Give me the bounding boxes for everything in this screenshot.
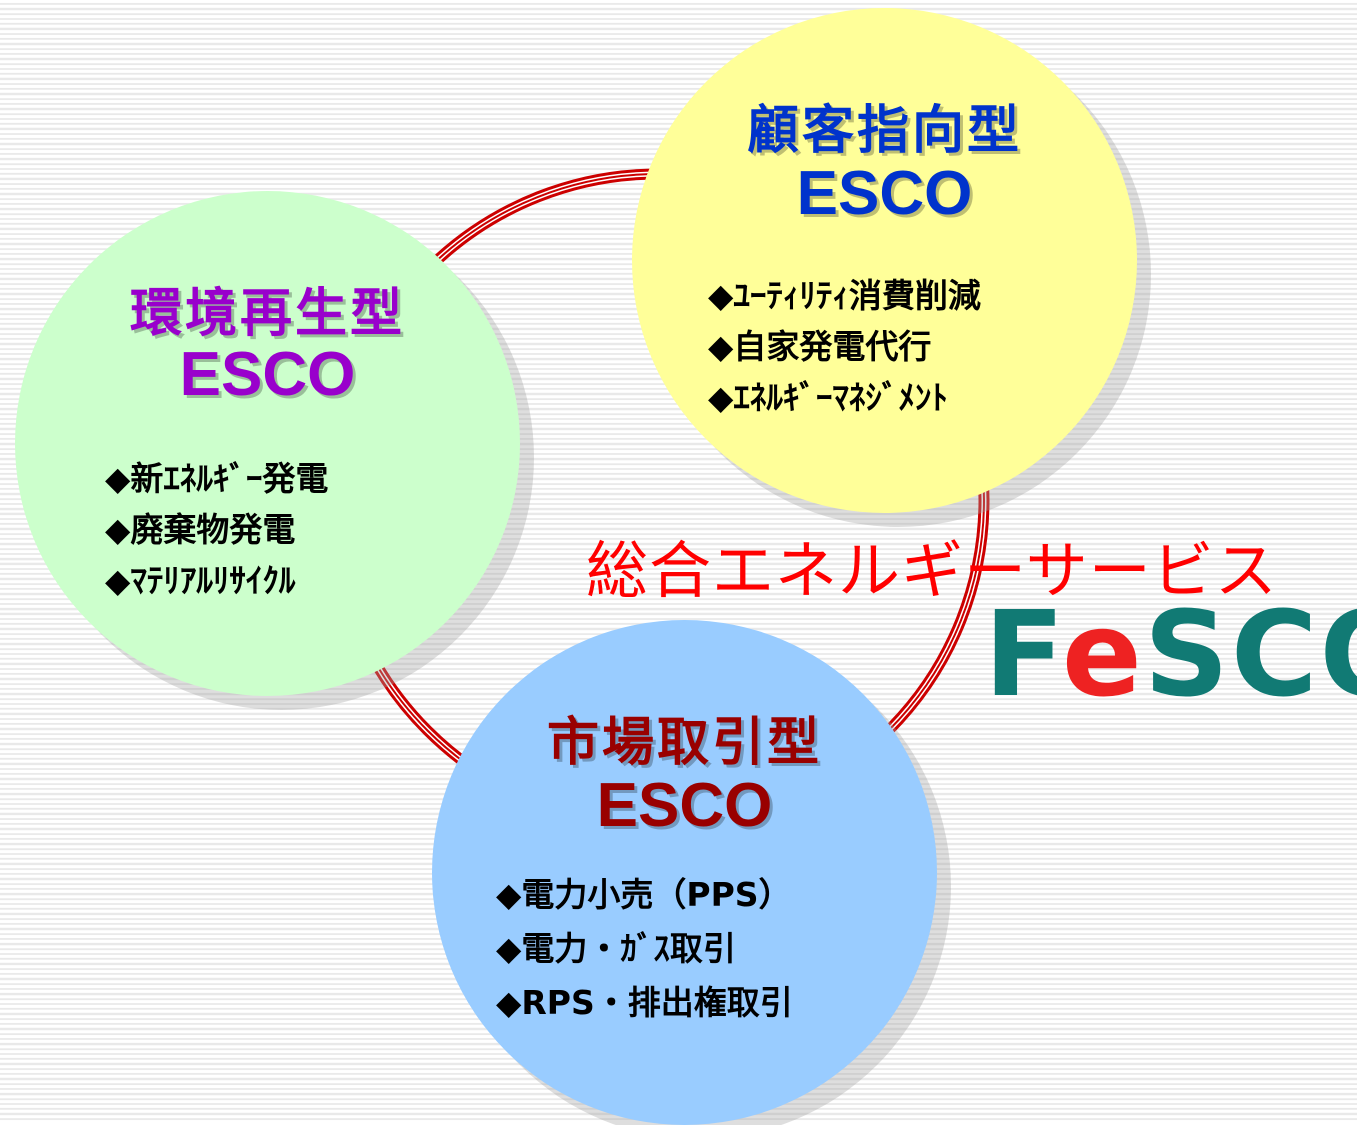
tagline: 総合エネルギーサービス — [586, 534, 1278, 607]
circle-environmental-esco: 環境再生型 ESCO ◆新ｴﾈﾙｷﾞｰ発電 ◆廃棄物発電 ◆ﾏﾃﾘｱﾙﾘｻｲｸﾙ — [15, 191, 520, 696]
list-item: ◆自家発電代行 — [708, 327, 932, 366]
circle-subtitle: ESCO — [596, 771, 773, 840]
circle-title: 市場取引型 — [546, 713, 822, 773]
circle-item-list: ◆ﾕｰﾃｨﾘﾃｨ消費削減 ◆自家発電代行 ◆ｴﾈﾙｷﾞｰﾏﾈｼﾞﾒﾝﾄ — [708, 270, 981, 423]
logo-letter-accent: e — [1061, 585, 1144, 723]
list-item: ◆新ｴﾈﾙｷﾞｰ発電 — [105, 459, 329, 498]
circle-title: 顧客指向型 — [746, 101, 1022, 161]
circle-market-esco: 市場取引型 ESCO ◆電力小売（PPS） ◆電力・ｶﾞｽ取引 ◆RPS・排出権… — [432, 620, 937, 1125]
logo-letter: S — [1143, 585, 1231, 723]
list-item: ◆ﾕｰﾃｨﾘﾃｨ消費削減 — [708, 276, 981, 315]
circle-subtitle: ESCO — [796, 159, 973, 228]
list-item: ◆廃棄物発電 — [105, 510, 296, 549]
logo-letter: F — [984, 585, 1062, 723]
list-item: ◆電力・ｶﾞｽ取引 — [496, 929, 736, 968]
circle-item-list: ◆新ｴﾈﾙｷﾞｰ発電 ◆廃棄物発電 ◆ﾏﾃﾘｱﾙﾘｻｲｸﾙ — [105, 453, 328, 606]
list-item: ◆RPS・排出権取引 — [496, 983, 793, 1022]
list-item: ◆ﾏﾃﾘｱﾙﾘｻｲｸﾙ — [105, 561, 296, 600]
fesco-logo: FeSCO — [984, 595, 1357, 713]
logo-letter: C — [1230, 585, 1320, 723]
circle-title: 環境再生型 — [129, 284, 405, 344]
logo-letter: O — [1319, 585, 1357, 723]
circle-customer-esco: 顧客指向型 ESCO ◆ﾕｰﾃｨﾘﾃｨ消費削減 ◆自家発電代行 ◆ｴﾈﾙｷﾞｰﾏ… — [632, 8, 1137, 513]
list-item: ◆ｴﾈﾙｷﾞｰﾏﾈｼﾞﾒﾝﾄ — [708, 378, 948, 417]
list-item: ◆電力小売（PPS） — [496, 875, 792, 914]
circle-item-list: ◆電力小売（PPS） ◆電力・ｶﾞｽ取引 ◆RPS・排出権取引 — [496, 868, 793, 1030]
circle-subtitle: ESCO — [179, 340, 356, 409]
